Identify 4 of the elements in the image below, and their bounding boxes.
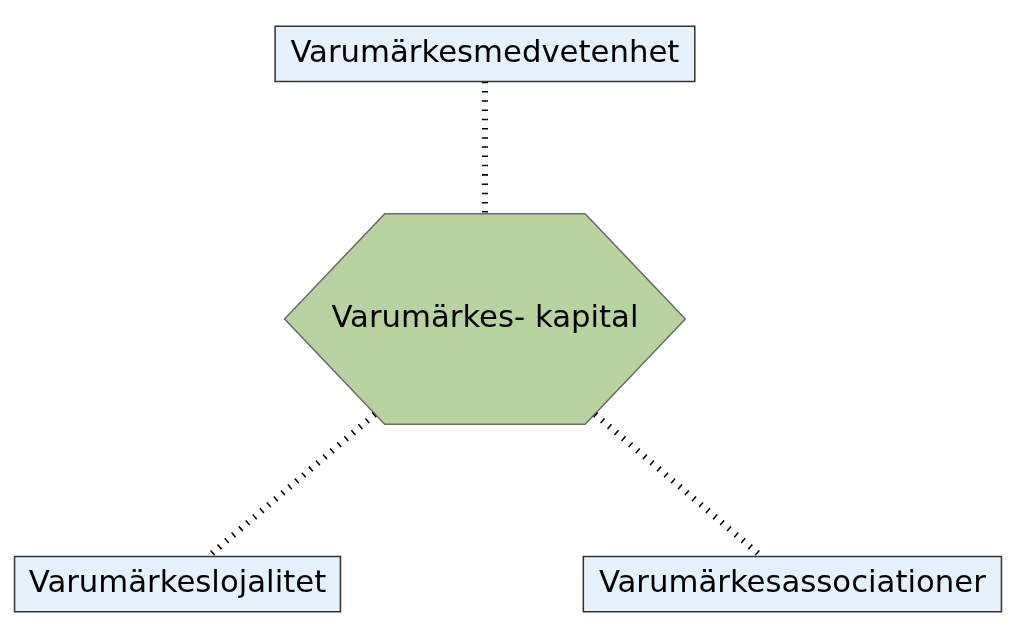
node-box: Varumärkesmedvetenhet	[274, 24, 696, 82]
node-box: Varumärkesassociationer	[582, 555, 1003, 613]
node-box: Varumärkeslojalitet	[13, 555, 342, 613]
connector	[481, 81, 488, 213]
